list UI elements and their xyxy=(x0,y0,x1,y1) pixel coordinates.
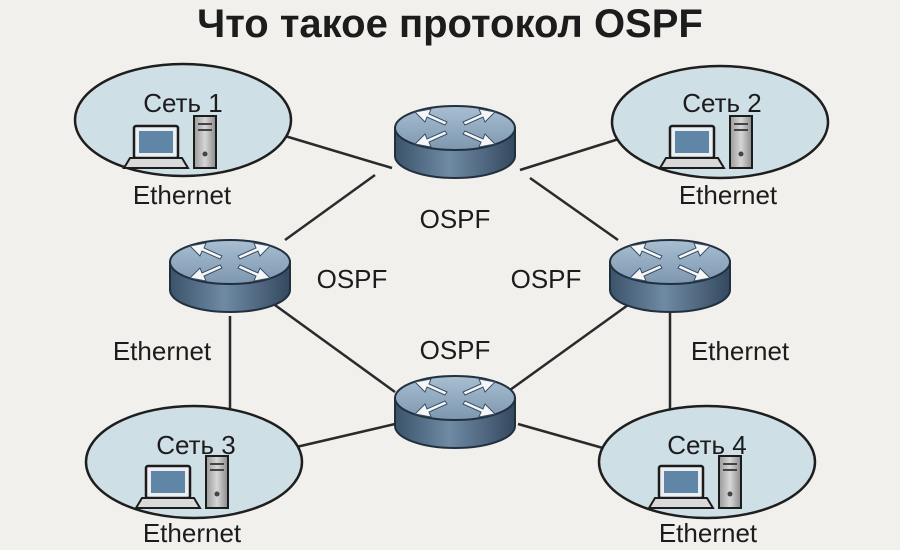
network-4-medium: Ethernet xyxy=(659,518,758,548)
ethernet-label-left: Ethernet xyxy=(113,336,212,366)
network-4-area xyxy=(597,404,817,520)
ospf-label-top: OSPF xyxy=(420,204,491,234)
network-1-medium: Ethernet xyxy=(133,180,232,210)
network-2-area xyxy=(610,64,830,180)
link-router-top-net2 xyxy=(519,136,623,172)
link-router-right-router-bottom xyxy=(509,303,629,392)
router-top-icon xyxy=(394,105,516,179)
ospf-label-right: OSPF xyxy=(511,264,582,294)
network-2-medium: Ethernet xyxy=(679,180,778,210)
ospf-label-bottom: OSPF xyxy=(420,335,491,365)
link-router-top-router-left xyxy=(284,173,376,242)
network-1-name: Сеть 1 xyxy=(143,88,223,118)
link-router-bottom-net4 xyxy=(517,422,611,452)
network-4-name: Сеть 4 xyxy=(667,430,747,460)
network-1-area xyxy=(73,62,293,178)
router-bottom-icon xyxy=(394,375,516,449)
link-net3-router-bottom xyxy=(291,422,396,450)
router-left-icon xyxy=(169,239,291,313)
network-2-name: Сеть 2 xyxy=(682,88,762,118)
link-router-top-router-right xyxy=(529,176,619,242)
network-3-area xyxy=(84,404,304,520)
network-3-name: Сеть 3 xyxy=(156,430,236,460)
ethernet-label-right: Ethernet xyxy=(691,336,790,366)
diagram-title: Что такое протокол OSPF xyxy=(197,2,703,46)
ospf-label-left: OSPF xyxy=(317,264,388,294)
router-right-icon xyxy=(609,239,731,313)
link-net1-router-top xyxy=(284,134,393,170)
network-3-medium: Ethernet xyxy=(143,518,242,548)
links xyxy=(228,134,672,452)
link-router-left-router-bottom xyxy=(267,298,396,394)
